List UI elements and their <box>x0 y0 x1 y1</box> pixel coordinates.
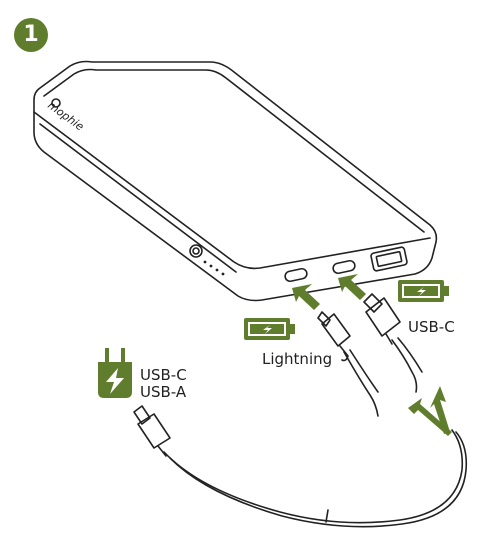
adapter-usb-c-plug <box>133 405 171 457</box>
usb-c-cable <box>363 293 423 393</box>
arrow-icon <box>338 274 366 300</box>
label-adapter-usb-c: USB-C <box>140 366 187 384</box>
power-bank <box>33 60 438 302</box>
arrow-icon <box>292 284 320 310</box>
arrow-icon <box>430 386 450 434</box>
led-indicators <box>203 260 225 276</box>
charging-battery-icon <box>398 280 449 302</box>
label-lightning: Lightning <box>262 350 333 368</box>
wall-adapter-bolt-icon <box>98 348 132 398</box>
arrow-icon <box>408 398 452 436</box>
charging-battery-icon <box>244 318 295 340</box>
lightning-cable <box>317 311 379 417</box>
label-adapter-usb-a: USB-A <box>140 383 187 401</box>
long-cable <box>163 429 464 524</box>
step-number-badge: 1 <box>14 18 48 52</box>
label-usb-c-cable: USB-C <box>408 318 455 336</box>
